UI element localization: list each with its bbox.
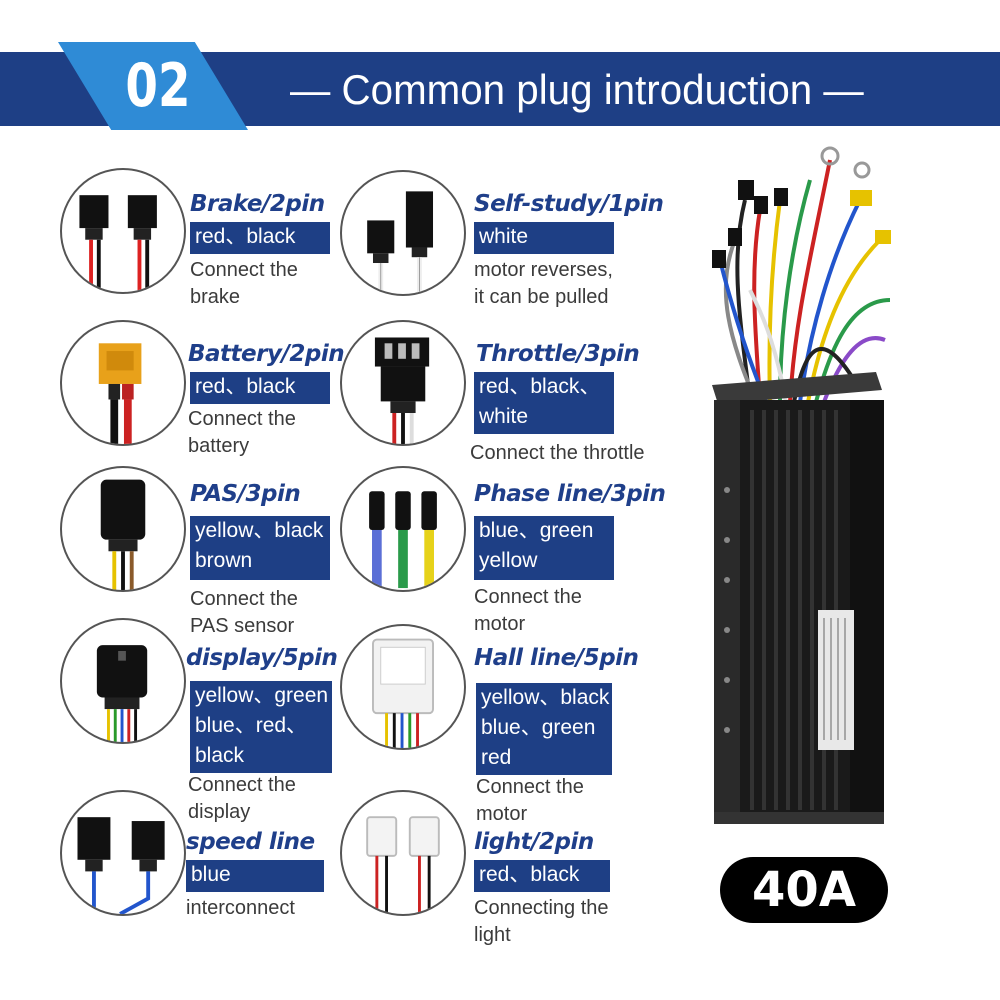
plug-title-brake: Brake/2pin [190, 191, 325, 217]
plug-color-line: red、black [195, 375, 296, 398]
plug-desc-line: interconnect [186, 897, 295, 919]
plug-colors-speed: blue [186, 860, 324, 892]
plug-title-display: display/5pin [186, 645, 338, 671]
self-study-connector-icon [340, 170, 466, 296]
plug-color-line: red、black [479, 863, 580, 886]
current-rating-label: 40A [752, 862, 856, 918]
plug-colors-phase: blue、green yellow [474, 516, 614, 580]
plug-color-line: white [479, 225, 529, 248]
plug-desc-line: motor [476, 803, 528, 825]
plug-color-line: blue、green [479, 519, 594, 542]
plug-desc-phase: Connect the motor [474, 584, 582, 638]
plug-title-light: light/2pin [474, 829, 594, 855]
plug-desc-selfstudy: motor reverses, it can be pulled [474, 257, 613, 311]
plug-desc-line: it can be pulled [474, 286, 609, 308]
plug-desc-line: Connect the [188, 774, 296, 796]
plug-color-line: brown [195, 549, 253, 572]
display-connector-icon [60, 618, 186, 744]
plug-title-phase: Phase line/3pin [474, 481, 666, 507]
plug-colors-battery: red、black [190, 372, 330, 404]
plug-colors-throttle: red、black、 white [474, 372, 614, 434]
plug-color-line: black [195, 744, 245, 767]
plug-desc-line: Connecting the [474, 897, 609, 919]
plug-desc-line: light [474, 924, 511, 946]
plug-desc-throttle: Connect the throttle [470, 440, 645, 467]
plug-colors-display: yellow、green blue、red、 black [190, 681, 332, 773]
plug-desc-line: motor reverses, [474, 259, 613, 281]
plug-color-line: blue [191, 863, 231, 886]
plug-colors-selfstudy: white [474, 222, 614, 254]
plug-desc-line: Connect the [476, 776, 584, 798]
xt60-battery-connector-icon [60, 320, 186, 446]
plug-desc-line: brake [190, 286, 241, 308]
plug-desc-battery: Connect the battery [188, 406, 296, 460]
plug-desc-line: PAS sensor [190, 615, 295, 637]
plug-title-hall: Hall line/5pin [474, 645, 639, 671]
plug-color-line: blue、green [481, 716, 596, 739]
light-connector-icon [340, 790, 466, 916]
motor-controller-image [690, 140, 900, 840]
plug-color-line: yellow、black [481, 686, 610, 709]
section-number: 02 [125, 51, 191, 121]
plug-desc-light: Connecting the light [474, 895, 609, 949]
plug-color-line: blue、red、 [195, 714, 308, 737]
brake-connector-icon [60, 168, 186, 294]
plug-desc-line: battery [188, 435, 250, 457]
plug-colors-brake: red、black [190, 222, 330, 254]
plug-desc-line: Connect the [190, 588, 298, 610]
plug-color-line: red、black、 [479, 375, 601, 398]
plug-title-speed: speed line [186, 829, 315, 855]
plug-color-line: red [481, 746, 512, 769]
plug-title-selfstudy: Self-study/1pin [474, 191, 664, 217]
plug-colors-pas: yellow、black brown [190, 516, 330, 580]
plug-desc-display: Connect the display [188, 772, 296, 826]
plug-color-line: red、black [195, 225, 296, 248]
plug-color-line: yellow、green [195, 684, 329, 707]
plug-desc-line: Connect the [474, 586, 582, 608]
plug-desc-hall: Connect the motor [476, 774, 584, 828]
plug-desc-line: motor [474, 613, 526, 635]
phase-line-connector-icon [340, 466, 466, 592]
plug-colors-hall: yellow、black blue、green red [476, 683, 612, 775]
plug-desc-brake: Connect the brake [190, 257, 298, 311]
plug-title-battery: Battery/2pin [188, 341, 345, 367]
current-rating-badge [720, 857, 888, 923]
plug-desc-line: Connect the throttle [470, 442, 645, 464]
throttle-connector-icon [340, 320, 466, 446]
plug-color-line: yellow [479, 549, 538, 572]
plug-desc-line: Connect the [190, 259, 298, 281]
page-title: — Common plug introduction — [290, 66, 864, 113]
plug-desc-pas: Connect the PAS sensor [190, 586, 298, 640]
plug-color-line: yellow、black [195, 519, 324, 542]
plug-desc-line: Connect the [188, 408, 296, 430]
plug-desc-speed: interconnect [186, 895, 295, 922]
pas-connector-icon [60, 466, 186, 592]
plug-title-pas: PAS/3pin [190, 481, 301, 507]
plug-desc-line: display [188, 801, 251, 823]
plug-colors-light: red、black [474, 860, 610, 892]
plug-color-line: white [479, 405, 529, 428]
speed-line-connector-icon [60, 790, 186, 916]
plug-title-throttle: Throttle/3pin [476, 341, 640, 367]
hall-connector-icon [340, 624, 466, 750]
